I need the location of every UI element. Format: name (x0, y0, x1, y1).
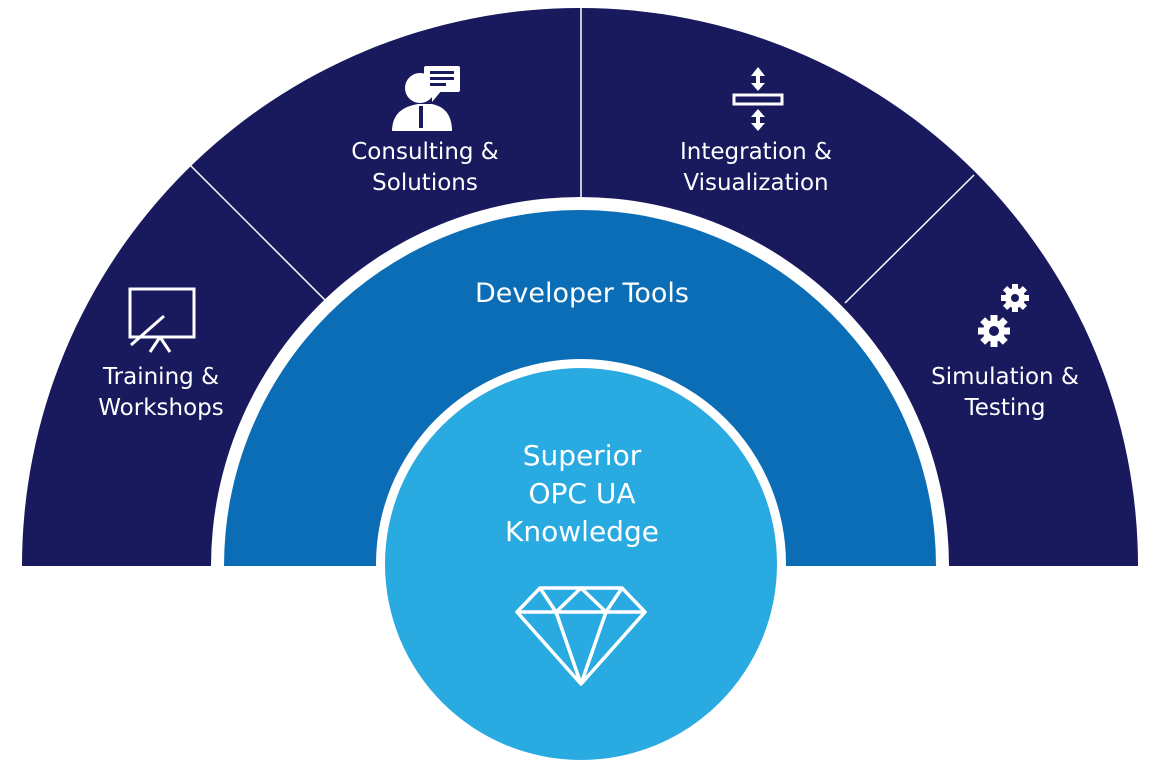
segment-integration-line1: Integration & (680, 139, 832, 165)
presentation-board-icon (128, 287, 196, 353)
segment-training-line2: Workshops (98, 395, 224, 421)
consultant-chat-icon (392, 66, 460, 131)
core-label-line2: OPC UA (528, 477, 636, 510)
segment-simulation-line1: Simulation & (931, 364, 1079, 390)
segment-integration[interactable]: Integration & Visualization (680, 137, 832, 199)
segment-training[interactable]: Training & Workshops (98, 362, 223, 424)
segment-consulting-line1: Consulting & (351, 139, 499, 165)
segment-training-line1: Training & (103, 364, 219, 390)
segment-consulting-line2: Solutions (372, 170, 478, 196)
gears-icon (978, 284, 1029, 347)
segment-dividers (189, 8, 975, 306)
core-label-line3: Knowledge (505, 515, 659, 548)
diamond-icon (515, 586, 647, 686)
developer-tools-label: Developer Tools (475, 278, 689, 309)
segment-simulation[interactable]: Simulation & Testing (931, 362, 1079, 424)
core-label-line1: Superior (522, 439, 642, 472)
segment-integration-line2: Visualization (683, 170, 829, 196)
core-label: Superior OPC UA Knowledge (505, 437, 659, 551)
integration-arrows-icon (732, 67, 784, 131)
core-circle[interactable] (385, 368, 777, 760)
segment-consulting[interactable]: Consulting & Solutions (351, 137, 499, 199)
segment-simulation-line2: Testing (964, 395, 1046, 421)
